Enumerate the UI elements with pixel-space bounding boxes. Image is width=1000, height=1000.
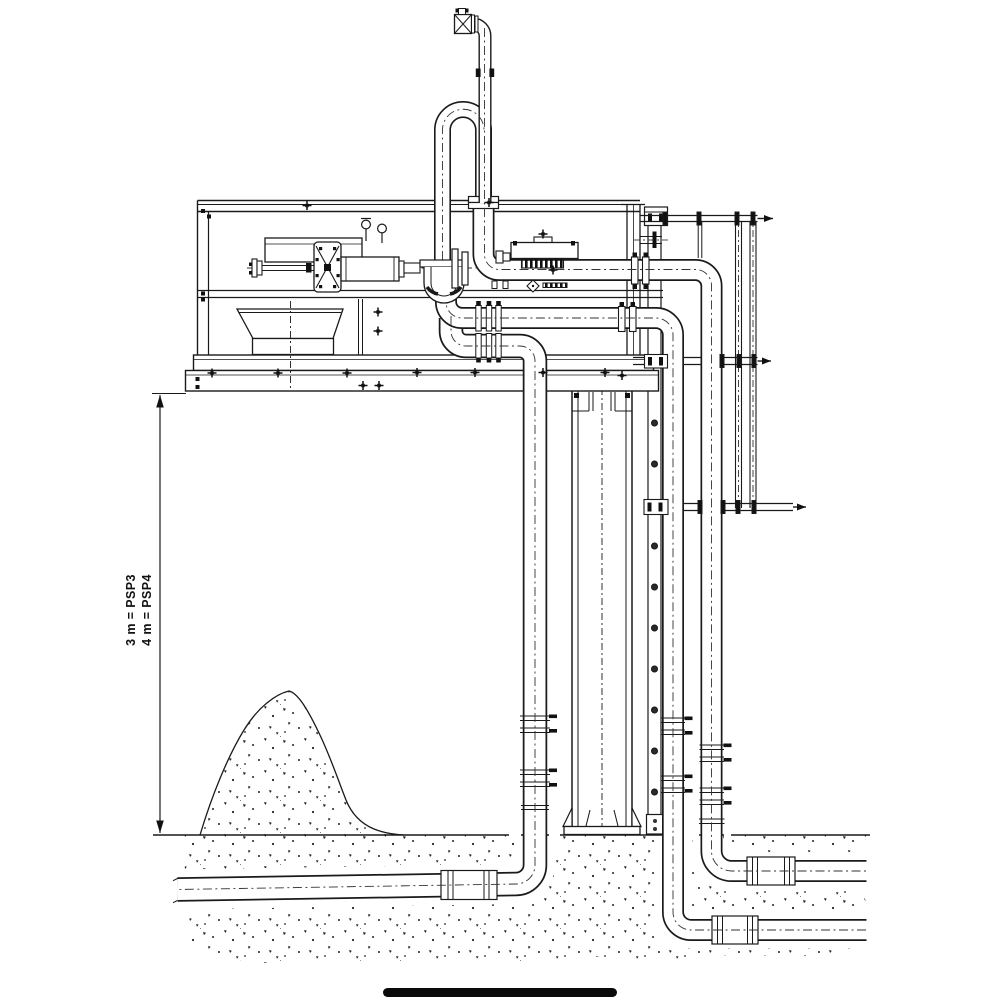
vent-valves [361, 217, 388, 243]
main-discharge-pipe [472, 203, 867, 882]
dimension-line: 3 m = PSP3 4 m = PSP4 [124, 393, 186, 833]
hopper [235, 301, 344, 389]
pipe-rack-details [634, 211, 806, 516]
bolt-holes [651, 378, 659, 796]
mound-outline [199, 690, 405, 836]
ladder-foot-plate [645, 813, 665, 835]
platform-frame [184, 199, 663, 392]
column-base-plate [562, 807, 642, 836]
pump-casing [419, 248, 469, 304]
dimension-label-psp4: 4 m = PSP4 [140, 574, 154, 646]
pump-assembly [249, 217, 469, 304]
top-valve [453, 8, 479, 35]
coupling-disc [313, 241, 342, 293]
vent-pipe [453, 8, 495, 203]
home-indicator-bar [383, 988, 617, 997]
electric-motor [491, 236, 579, 293]
drain-fittings [491, 279, 568, 293]
dimension-label-psp3: 3 m = PSP3 [124, 574, 138, 646]
support-column [562, 388, 642, 836]
stub-pipe [634, 231, 668, 248]
